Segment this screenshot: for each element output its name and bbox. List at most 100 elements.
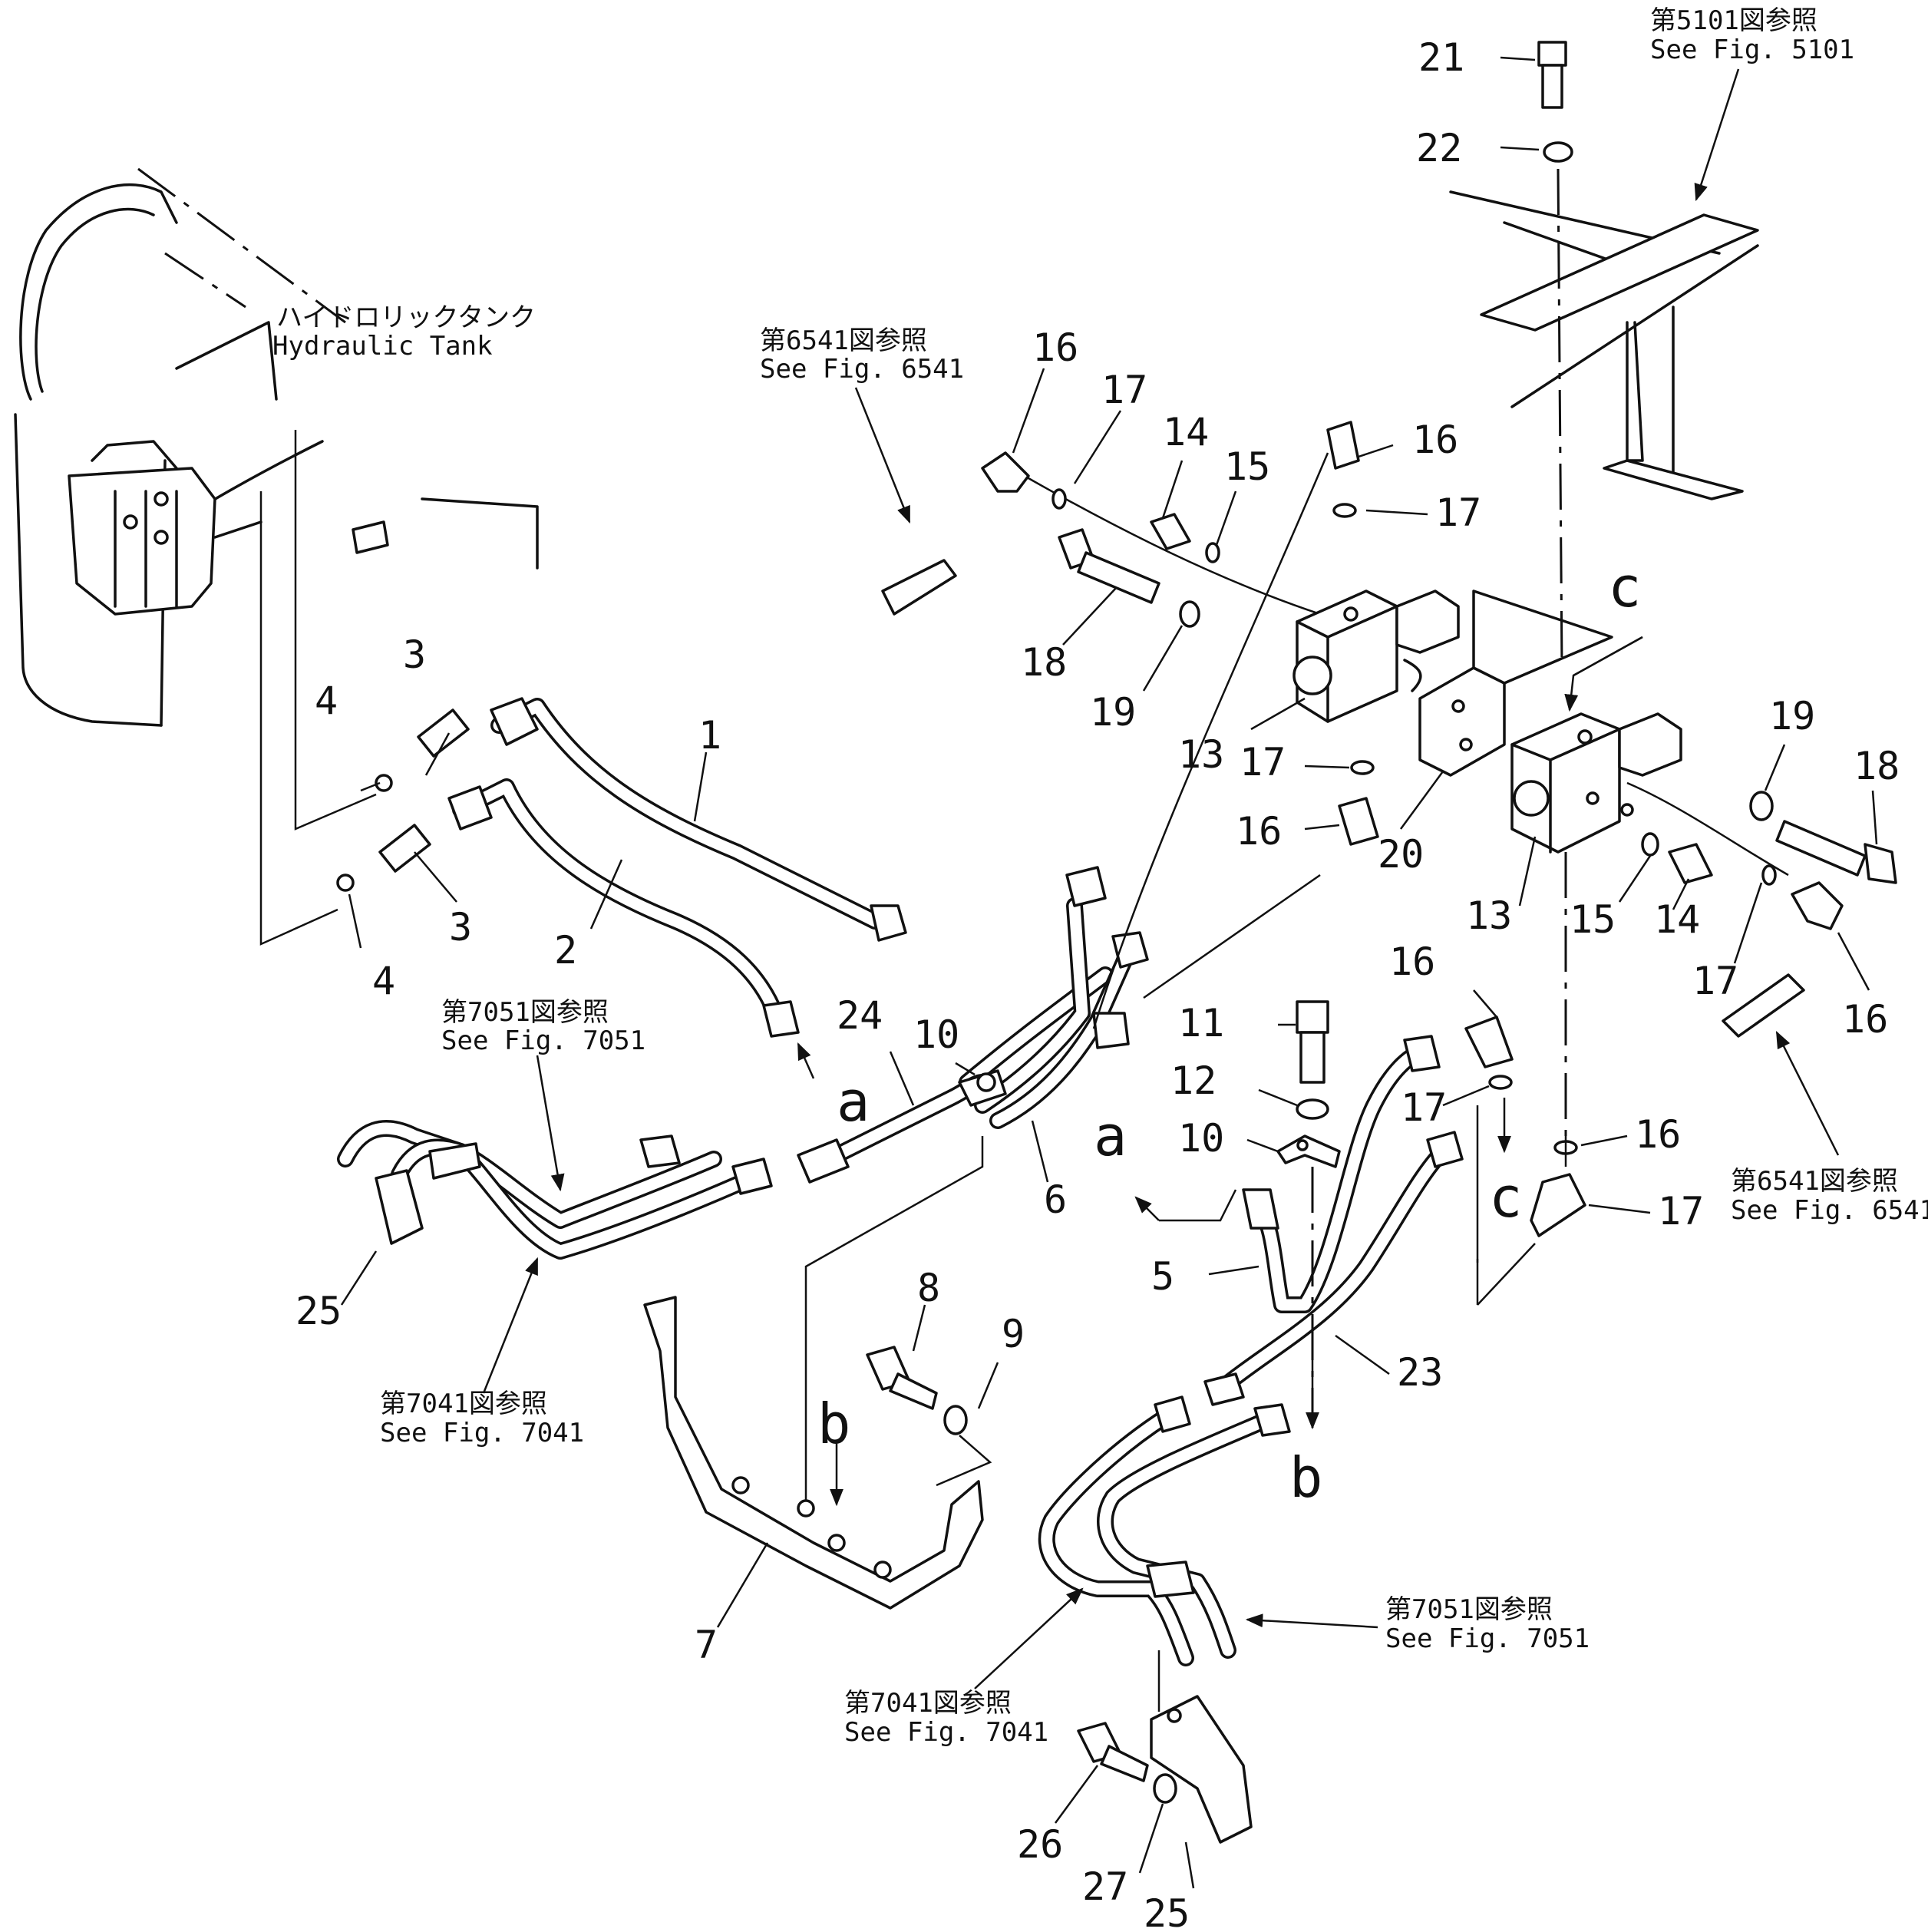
hydraulic-tank xyxy=(14,167,539,727)
tank-label-en: Hydraulic Tank xyxy=(272,331,493,362)
bolt-8 xyxy=(866,1346,938,1410)
callout-15: 15 xyxy=(1570,897,1616,942)
callout-15: 15 xyxy=(1224,444,1270,489)
ref-7051-left-en: See Fig. 7051 xyxy=(441,1025,645,1056)
oring-15-upper xyxy=(1205,542,1220,563)
ref-7041-left-en: See Fig. 7041 xyxy=(380,1418,584,1448)
callout-3: 3 xyxy=(403,632,426,677)
hose-23 xyxy=(1203,1131,1464,1406)
plate-20 xyxy=(1418,590,1613,777)
plug-14-upper xyxy=(1150,513,1191,550)
washer-19-right xyxy=(1749,791,1774,821)
bolt-18-upper xyxy=(1058,528,1160,604)
callout-16: 16 xyxy=(1635,1112,1681,1157)
callout-4: 4 xyxy=(315,679,338,723)
bolt-18-right xyxy=(1775,820,1897,884)
callout-6: 6 xyxy=(1044,1177,1067,1222)
callout-16: 16 xyxy=(1389,940,1435,984)
oring-17-right xyxy=(1761,864,1777,886)
callout-27: 27 xyxy=(1082,1864,1128,1909)
letter-b-lower: b xyxy=(1289,1445,1322,1510)
elbow-16-mid xyxy=(1338,797,1379,846)
callout-14: 14 xyxy=(1163,410,1209,454)
callout-24: 24 xyxy=(837,993,883,1038)
letter-a-lower: a xyxy=(1094,1104,1127,1168)
fitting-3-lower xyxy=(336,824,431,892)
oring-17-upper xyxy=(1332,503,1357,518)
bolt-11 xyxy=(1296,1000,1329,1084)
elbow-16-center xyxy=(1464,1016,1514,1068)
ref-7041-bottom-jp: 第7041図参照 xyxy=(844,1688,1012,1719)
callout-16: 16 xyxy=(1236,809,1282,854)
callout-numbers: 1 2 3 3 4 4 5 6 7 8 9 10 10 11 12 13 13 … xyxy=(295,35,1900,1932)
hose-24 xyxy=(797,1074,991,1184)
clamp-10-upper xyxy=(958,1069,1007,1107)
ref-6541-top-en: See Fig. 6541 xyxy=(760,354,964,385)
plug-14-right xyxy=(1668,843,1713,884)
leader-line xyxy=(997,459,1321,616)
callout-16: 16 xyxy=(1412,418,1458,462)
washer-19-upper xyxy=(1179,600,1200,628)
callout-17: 17 xyxy=(1692,959,1738,1003)
hose-end-6541-right xyxy=(1722,973,1805,1038)
oring-17-center xyxy=(1488,1075,1513,1090)
callout-19: 19 xyxy=(1090,690,1136,735)
ref-6541-right-jp: 第6541図参照 xyxy=(1731,1166,1898,1197)
hose-1 xyxy=(490,697,907,942)
bracket-7 xyxy=(643,1296,984,1610)
leader-line xyxy=(936,1435,992,1487)
clamp-10-lower xyxy=(1276,1134,1341,1168)
callout-25: 25 xyxy=(1144,1891,1190,1932)
callout-16: 16 xyxy=(1842,997,1888,1042)
washer-9 xyxy=(943,1405,968,1435)
callout-13: 13 xyxy=(1466,893,1512,938)
callout-17: 17 xyxy=(1435,490,1481,535)
oring-15-right xyxy=(1641,832,1659,857)
callout-20: 20 xyxy=(1378,832,1424,877)
leader-line xyxy=(259,491,338,946)
callout-5: 5 xyxy=(1151,1254,1174,1299)
callout-21: 21 xyxy=(1418,35,1464,80)
callout-10: 10 xyxy=(1178,1116,1224,1161)
callout-1: 1 xyxy=(698,713,721,758)
callout-12: 12 xyxy=(1170,1058,1217,1103)
bolt-21 xyxy=(1537,41,1567,109)
leader-line xyxy=(1626,781,1789,877)
letter-c-upper: c xyxy=(1608,555,1641,619)
callout-17: 17 xyxy=(1240,740,1286,784)
elbow-16-right xyxy=(1791,881,1844,930)
bolt-26 xyxy=(1077,1722,1149,1782)
hose-5 xyxy=(1242,1035,1441,1313)
callout-26: 26 xyxy=(1017,1822,1063,1867)
elbow-17-right xyxy=(1530,1173,1586,1237)
ref-7051-right-en: See Fig. 7051 xyxy=(1385,1623,1590,1654)
ref-5101-en: See Fig. 5101 xyxy=(1650,35,1854,65)
elbow-16-upper xyxy=(1326,421,1360,470)
solenoid-valve-13-right xyxy=(1510,712,1682,854)
callout-8: 8 xyxy=(917,1266,940,1310)
callout-17: 17 xyxy=(1658,1189,1704,1234)
leader-lines xyxy=(340,56,1878,1889)
ref-7041-left-jp: 第7041図参照 xyxy=(380,1389,547,1419)
washer-12 xyxy=(1296,1098,1329,1120)
tank-label-jp: ハイドロリックタンク xyxy=(276,302,536,333)
bracket-25-lower xyxy=(1150,1695,1253,1844)
centerline xyxy=(1557,168,1563,669)
leader-line xyxy=(804,1136,984,1504)
callout-17: 17 xyxy=(1401,1085,1447,1130)
pipe-assembly-left xyxy=(337,1120,773,1260)
callout-9: 9 xyxy=(1002,1312,1025,1356)
letter-b-upper: b xyxy=(817,1392,850,1456)
ref-5101-jp: 第5101図参照 xyxy=(1650,5,1817,36)
leader-line xyxy=(294,430,377,831)
oring-17-mid xyxy=(1350,760,1375,775)
washer-22 xyxy=(1543,141,1573,163)
callout-23: 23 xyxy=(1397,1350,1443,1395)
leader-line xyxy=(1477,1243,1536,1306)
callout-2: 2 xyxy=(554,928,577,973)
callout-18: 18 xyxy=(1854,744,1900,788)
ref-6541-top-jp: 第6541図参照 xyxy=(760,325,927,356)
callout-18: 18 xyxy=(1021,640,1067,685)
fitting-3-upper xyxy=(375,708,470,792)
elbow-16-upper-left xyxy=(981,451,1030,493)
